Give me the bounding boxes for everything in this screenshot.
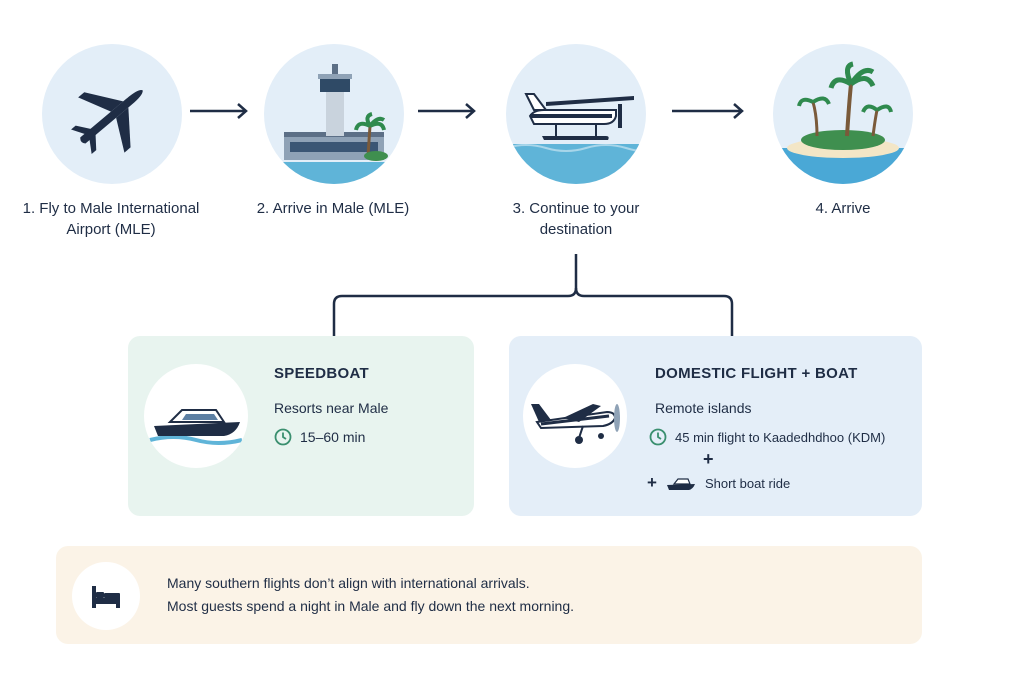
step-2-label: 2. Arrive in Male (MLE) <box>256 200 410 217</box>
speedboat-icon <box>149 409 243 445</box>
step-2-circle <box>264 44 404 184</box>
arrow-right-icon <box>190 103 248 119</box>
plus-sign-small: + <box>647 473 657 492</box>
step-4-circle <box>773 44 913 184</box>
step-1-circle <box>42 44 182 184</box>
bed-icon <box>92 586 120 608</box>
step-3-label: 3. Continue to your destination <box>512 200 640 238</box>
note-banner: Many southern flights don’t align with i… <box>56 546 922 644</box>
note-line-1: Many southern flights don’t align with i… <box>167 575 530 591</box>
seaplane-icon <box>506 93 646 184</box>
plus-sign: + <box>703 449 714 469</box>
domestic-boat-row: + Short boat ride <box>647 473 790 493</box>
domestic-flight-option-card: DOMESTIC FLIGHT + BOAT Remote islands 45… <box>509 336 922 516</box>
bed-icon-circle <box>72 562 140 630</box>
domestic-subtitle: Remote islands <box>655 400 752 416</box>
speedboat-subtitle: Resorts near Male <box>274 400 389 416</box>
propeller-plane-icon <box>531 404 620 444</box>
speedboat-icon-circle <box>144 364 248 468</box>
small-boat-icon <box>666 478 695 490</box>
airport-tower-icon <box>264 64 404 184</box>
speedboat-option-card: SPEEDBOAT Resorts near Male 15–60 min <box>128 336 474 516</box>
domestic-boat-detail: Short boat ride <box>704 475 791 491</box>
domestic-flight-row: 45 min flight to Kaadedhdhoo (KDM) <box>649 428 885 446</box>
domestic-title: DOMESTIC FLIGHT + BOAT <box>655 365 858 382</box>
step-3-circle <box>506 44 646 184</box>
speedboat-duration-row: 15–60 min <box>274 428 365 446</box>
step-4-label: 4. Arrive <box>815 200 871 217</box>
step-1-label: 1. Fly to Male International Airport (ML… <box>22 200 200 238</box>
note-line-2: Most guests spend a night in Male and fl… <box>167 598 575 614</box>
arrow-right-icon <box>418 103 476 119</box>
clock-icon <box>649 428 667 446</box>
clock-icon <box>274 428 292 446</box>
speedboat-duration: 15–60 min <box>300 429 366 445</box>
domestic-flight-detail: 45 min flight to Kaadedhdhoo (KDM) <box>675 429 886 445</box>
airplane-icon <box>71 90 143 154</box>
propeller-plane-icon-circle <box>523 364 627 468</box>
speedboat-title: SPEEDBOAT <box>274 365 369 382</box>
arrow-right-icon <box>672 103 744 119</box>
island-icon <box>773 61 913 184</box>
